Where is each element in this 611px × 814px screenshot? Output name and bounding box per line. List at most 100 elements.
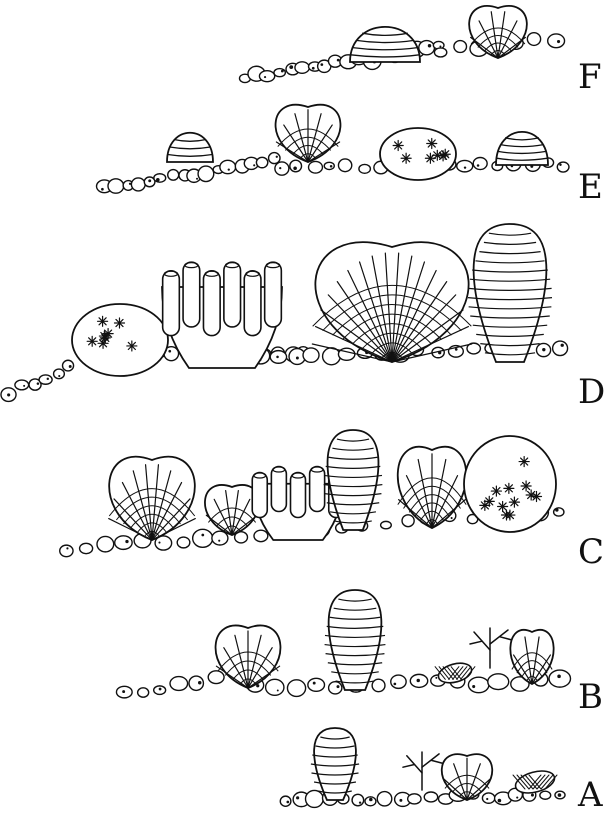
coral-polyp-star (427, 139, 437, 149)
pebble (324, 162, 334, 169)
pebble (402, 515, 414, 527)
ribbed-oyster-shell (468, 224, 552, 362)
pebble-grain (201, 534, 204, 537)
pebble-grain (542, 348, 545, 351)
pebble-grain (122, 690, 125, 693)
pebble-grain (359, 801, 361, 803)
sponge-tube (203, 271, 220, 336)
shell-outline (205, 485, 259, 535)
pebble (295, 62, 309, 73)
pebble-grain (498, 799, 502, 803)
pebble (254, 530, 268, 541)
coral-branch (422, 754, 439, 767)
pebble-grain (198, 681, 201, 684)
coral-polyp-star (440, 149, 450, 159)
ribbed-oyster-shell (311, 728, 359, 800)
pebble (540, 791, 551, 799)
pebble (290, 160, 302, 172)
pebble (306, 790, 324, 807)
branching-coral (470, 628, 512, 668)
pebble (554, 508, 564, 516)
panel-b-drawing (116, 590, 570, 698)
pebble-grain (264, 76, 266, 78)
pebble (198, 166, 214, 181)
pebble (377, 792, 392, 806)
pebble (54, 369, 65, 379)
pebble-grain (393, 683, 396, 686)
pebble-grain (296, 357, 299, 360)
coral-branch (490, 630, 508, 644)
pebble-grain (69, 365, 72, 368)
pebble-grain (281, 70, 284, 73)
pebble (557, 162, 569, 172)
shell-outline (109, 457, 195, 540)
coral-polyp-star (521, 481, 531, 491)
sponge-tube (252, 473, 267, 518)
pebble-grain (196, 178, 198, 180)
pebble-grain (66, 547, 68, 549)
sponge-tube (291, 473, 306, 518)
pebble (419, 41, 435, 55)
pebble-grain (276, 356, 279, 359)
pebble (266, 679, 284, 695)
coral-branch (403, 765, 414, 768)
coral-polyp-star (504, 483, 514, 493)
pebble-grain (148, 179, 151, 182)
pebble (287, 680, 305, 697)
pebble (329, 682, 342, 694)
pebble (309, 161, 323, 173)
panel-label-d: D (578, 375, 605, 409)
ribbed-bivalve-shell (167, 133, 213, 162)
pebble-grain (417, 679, 420, 682)
pebble-grain (58, 375, 60, 377)
pebble (259, 71, 274, 82)
star-coral-colony (464, 436, 556, 532)
pebble (256, 157, 267, 167)
pebble (80, 543, 93, 553)
pebble (381, 521, 392, 528)
shell-outline (315, 242, 468, 362)
pebble-grain (455, 348, 458, 351)
pebble (359, 164, 370, 173)
coral-polyp-star (519, 457, 529, 467)
pebble (108, 179, 124, 193)
sponge-tube (310, 467, 325, 512)
pebble (457, 160, 473, 171)
pebble-grain (486, 798, 488, 800)
pebble (177, 537, 190, 548)
panel-label-f: F (578, 60, 602, 94)
pebble (548, 34, 565, 48)
ribbed-bivalve-shell (350, 27, 420, 62)
coral-polyp-star (393, 140, 403, 150)
panel-label-e: E (578, 170, 603, 204)
coral-polyp-star (531, 491, 541, 501)
sponge-tube (244, 271, 261, 336)
pebble-grain (336, 685, 339, 688)
pebble-grain (168, 350, 171, 353)
pebble-grain (286, 801, 289, 804)
pebble-grain (7, 393, 10, 396)
pebble-grain (313, 682, 316, 685)
ribbed-oyster-shell (325, 590, 386, 690)
pebble (308, 678, 325, 691)
pebble-grain (312, 67, 315, 70)
pebble-grain (516, 797, 518, 799)
panel-label-a: A (578, 778, 603, 812)
pebble-grain (337, 59, 340, 62)
coral-polyp-star (484, 496, 494, 506)
pebble (193, 529, 213, 547)
star-coral-colony (72, 304, 168, 376)
pebble (454, 41, 467, 53)
pebble (549, 670, 570, 687)
pebble-grain (330, 165, 333, 168)
pebble-grain (101, 188, 104, 191)
pebble (338, 159, 351, 172)
pebble-grain (218, 540, 220, 542)
star-coral-colony (380, 128, 456, 180)
pebble-grain (159, 688, 162, 691)
pebble-grain (320, 63, 323, 66)
pebble (473, 157, 487, 169)
pebble-grain (555, 508, 558, 511)
pebble-grain (464, 166, 466, 168)
